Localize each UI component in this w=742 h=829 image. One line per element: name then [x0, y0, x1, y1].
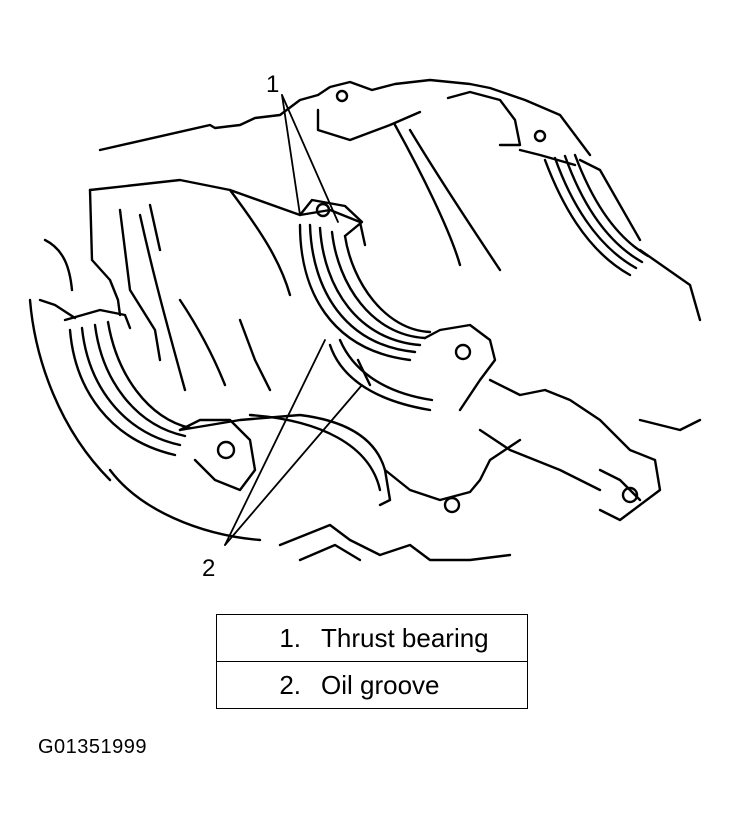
figure-id: G01351999: [38, 736, 148, 758]
left-web-outline: [88, 188, 122, 317]
thrust-bearing-face-3: [318, 226, 422, 347]
legend-row: 1. Thrust bearing: [217, 615, 527, 661]
crankcase-inner-curve: [248, 413, 382, 492]
right-front-flange-face: [598, 468, 642, 502]
block-top-rib: [316, 108, 422, 142]
right-saddle-groove-2: [563, 154, 644, 264]
main-bearing-lower-1: [328, 343, 432, 412]
main-bearing-lower-2: [338, 338, 434, 402]
pan-rail-left: [108, 468, 262, 542]
right-edge-line: [638, 418, 702, 432]
right-saddle-groove-1: [553, 156, 638, 270]
left-saddle-groove-3: [106, 320, 192, 430]
legend-item-number: 2.: [279, 669, 301, 700]
bolt-hole-lower-center: [443, 496, 461, 514]
main-bearing-cap-right: [423, 323, 497, 412]
leader-line-1b: [281, 94, 339, 223]
left-web-pillar-3: [148, 203, 162, 252]
left-web-line-2: [238, 318, 272, 392]
upper-right-cap: [518, 148, 577, 167]
bolt-hole-bearing-right: [454, 343, 472, 361]
thrust-bearing-face-1: [298, 223, 412, 362]
bolt-hole-upper-right: [533, 129, 547, 143]
thrust-bearing-face-5: [343, 234, 432, 334]
leader-line-2a: [224, 339, 326, 546]
far-left-edge: [28, 298, 112, 482]
right-web-line: [578, 158, 642, 242]
center-web-inner: [228, 188, 292, 297]
oil-groove-line: [356, 358, 372, 387]
bolt-hole-top: [335, 89, 349, 103]
thrust-bearing-face-4: [330, 230, 427, 340]
center-web-line-2: [393, 123, 462, 267]
left-web-pillar-1: [118, 208, 162, 362]
upper-right-web: [446, 90, 522, 147]
legend-item-label: Oil groove: [321, 669, 440, 700]
left-block-edge: [38, 298, 77, 320]
lower-flange: [178, 418, 257, 492]
far-left-edge-top: [43, 238, 74, 292]
right-block-edge: [638, 248, 702, 322]
left-saddle-groove-1: [80, 326, 182, 447]
thrust-bearing-cap: [298, 198, 364, 238]
engine-block-illustration: [28, 78, 702, 562]
pan-rail-bottom: [278, 523, 512, 562]
bolt-hole-lower-left: [216, 440, 236, 460]
block-upper-outline: [98, 78, 592, 157]
crankcase-bottom: [178, 413, 392, 507]
left-web-line: [178, 298, 227, 387]
right-saddle-groove-3: [573, 153, 650, 258]
legend-table: 1. Thrust bearing 2. Oil groove: [216, 614, 528, 709]
left-saddle-groove-2: [93, 323, 187, 438]
legend-item-label: Thrust bearing: [321, 622, 489, 653]
left-web-pillar-2: [138, 213, 187, 392]
callout-1-label: 1: [266, 71, 280, 98]
thrust-bearing-face-2: [308, 223, 417, 354]
legend-item-number: 1.: [279, 622, 301, 653]
leader-line-1a: [281, 94, 301, 216]
right-lower-rail: [478, 428, 602, 492]
bolt-hole-front-right: [621, 486, 639, 504]
bolt-hole-bearing-top: [315, 202, 331, 218]
callout-2-label: 2: [202, 555, 216, 582]
left-saddle-cap: [63, 308, 132, 330]
leader-line-2b: [224, 384, 363, 546]
right-saddle-outer: [543, 158, 632, 277]
center-web-line-3: [408, 128, 502, 272]
lower-center-web: [383, 438, 522, 502]
left-saddle-outer: [68, 328, 177, 457]
pan-rail-bottom-2: [298, 543, 362, 562]
right-front-flange: [488, 378, 662, 522]
legend-row: 2. Oil groove: [217, 661, 527, 708]
